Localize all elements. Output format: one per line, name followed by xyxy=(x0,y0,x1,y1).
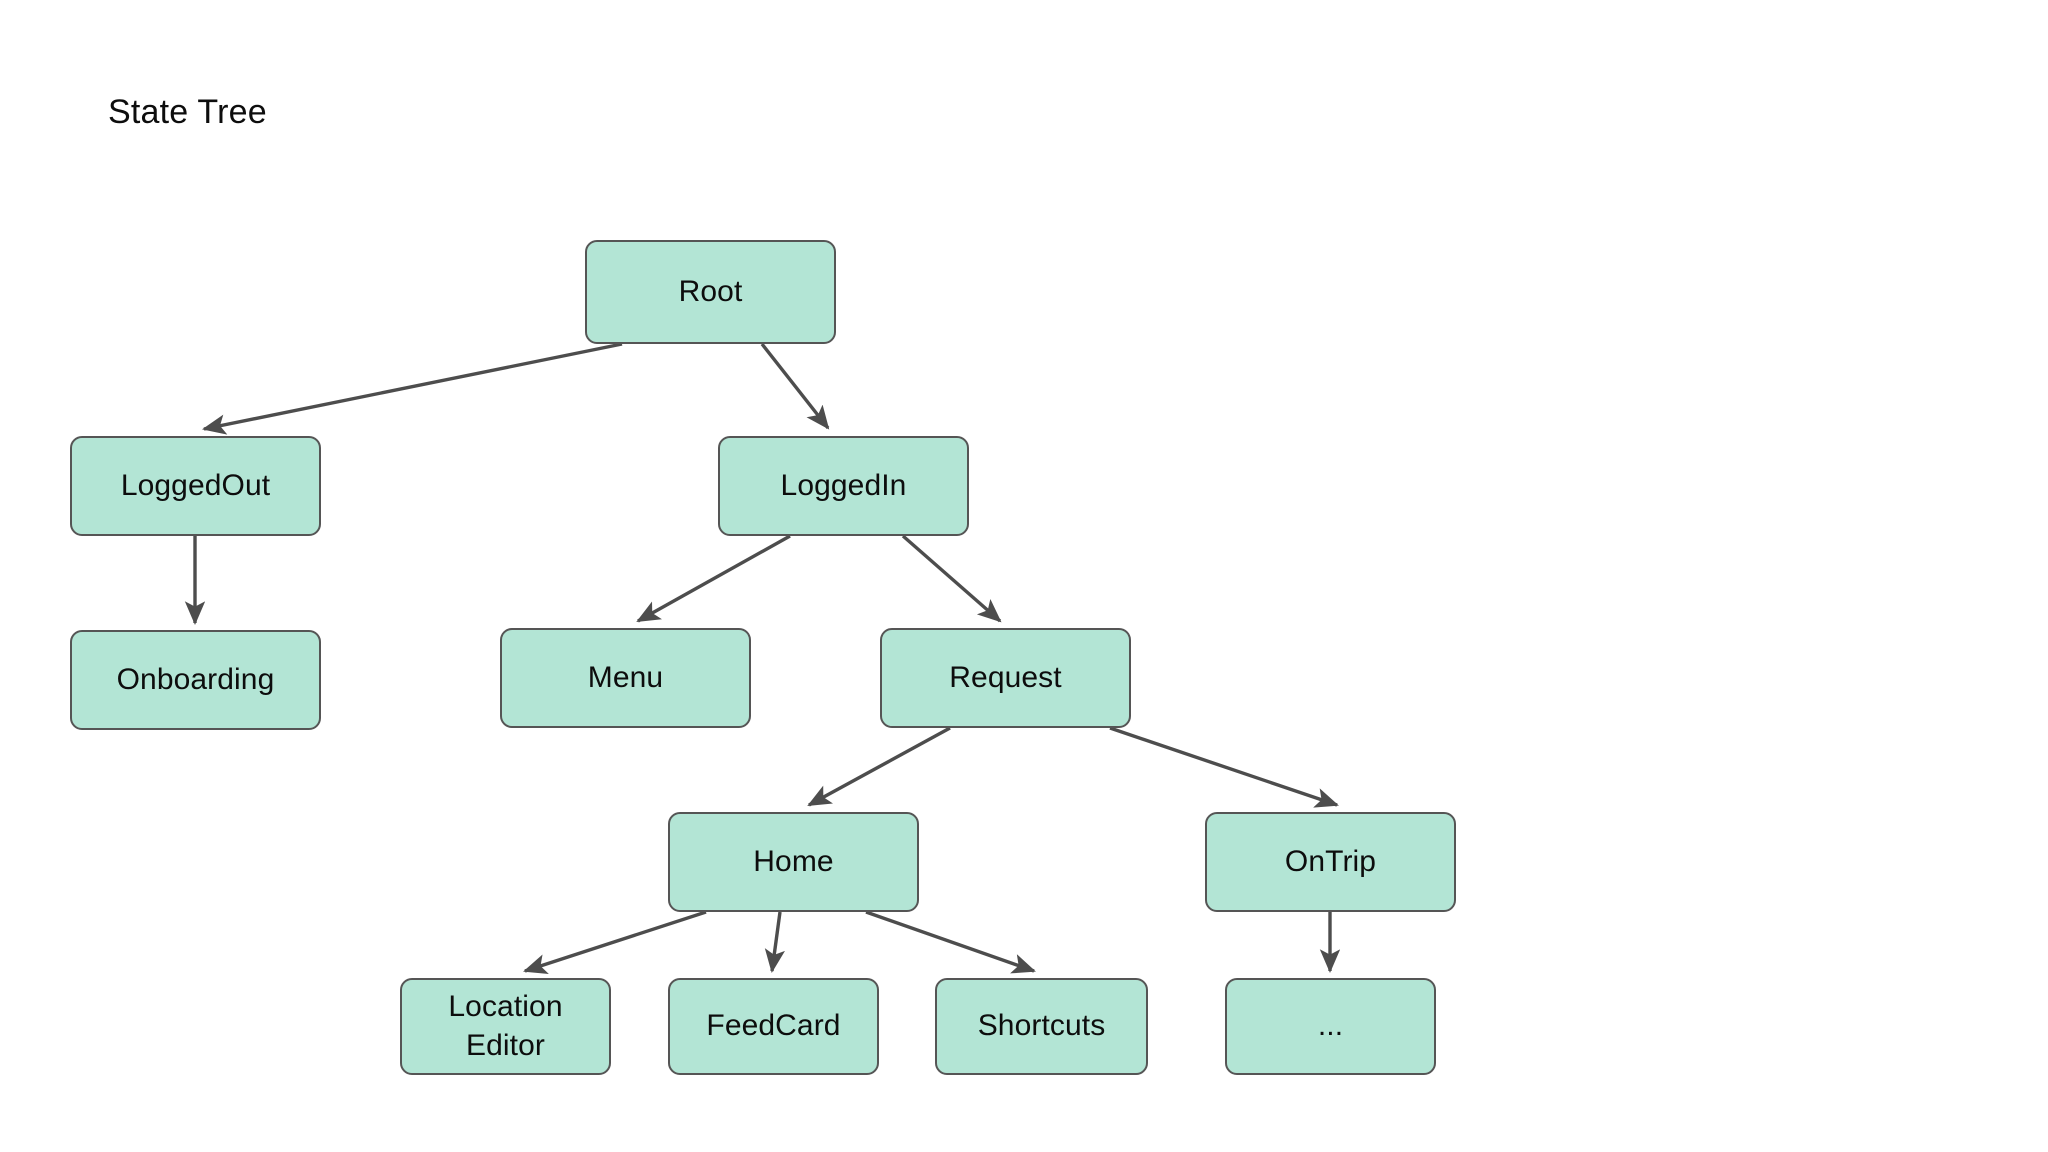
page-title: State Tree xyxy=(108,93,267,131)
edge-root-loggedin xyxy=(760,342,830,430)
node-ellipsis[interactable]: ... xyxy=(1225,978,1436,1075)
node-shortcuts[interactable]: Shortcuts xyxy=(935,978,1148,1075)
node-home[interactable]: Home xyxy=(668,812,919,912)
edge-request-home xyxy=(807,726,951,807)
node-label: Request xyxy=(949,660,1062,694)
node-label: OnTrip xyxy=(1284,844,1377,878)
node-location-editor[interactable]: Location Editor xyxy=(400,978,611,1075)
node-ontrip[interactable]: OnTrip xyxy=(1205,812,1456,912)
node-onboarding[interactable]: Onboarding xyxy=(70,630,321,730)
node-label: Root xyxy=(678,274,743,308)
node-label: Shortcuts xyxy=(977,1009,1106,1043)
node-root[interactable]: Root xyxy=(585,240,836,344)
node-label: Onboarding xyxy=(116,662,275,696)
edge-loggedin-request xyxy=(901,534,1002,623)
node-label: ... xyxy=(1317,1009,1344,1043)
node-label: LoggedOut xyxy=(120,468,271,502)
node-label: Menu xyxy=(587,660,664,694)
node-label: Home xyxy=(753,844,834,878)
node-loggedout[interactable]: LoggedOut xyxy=(70,436,321,536)
node-label: LoggedIn xyxy=(780,468,907,502)
edge-home-location xyxy=(523,910,707,974)
node-request[interactable]: Request xyxy=(880,628,1131,728)
node-menu[interactable]: Menu xyxy=(500,628,751,728)
edge-home-shortcuts xyxy=(865,910,1036,974)
edge-loggedin-menu xyxy=(636,534,791,623)
node-feedcard[interactable]: FeedCard xyxy=(668,978,879,1075)
node-label: Location Editor xyxy=(448,990,563,1062)
node-loggedin[interactable]: LoggedIn xyxy=(718,436,969,536)
edge-request-ontrip xyxy=(1109,726,1339,808)
edge-home-feedcard xyxy=(764,911,786,974)
node-label: FeedCard xyxy=(706,1009,841,1043)
edge-root-loggedout xyxy=(202,342,623,435)
